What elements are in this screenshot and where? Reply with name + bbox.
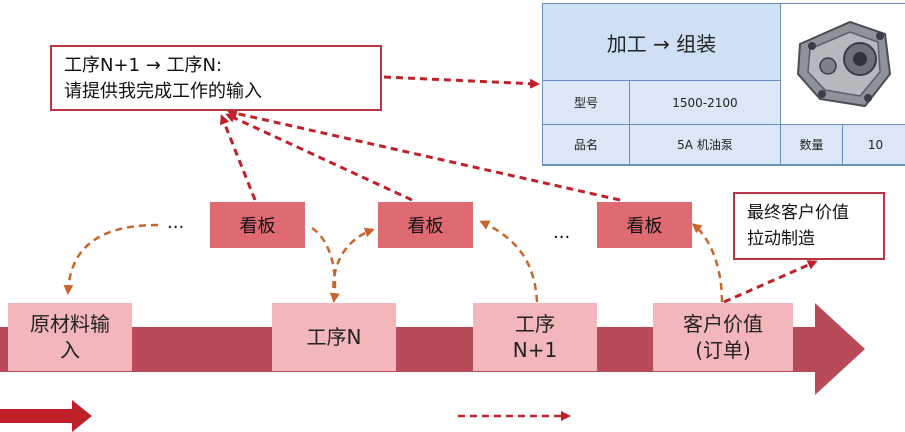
kanban1-to-processn-arrow <box>311 226 340 303</box>
card-title: 加工 → 组装 <box>543 4 781 81</box>
process-n1-line1: 工序 <box>515 312 555 336</box>
name-value-cell: 5A 机油泵 <box>630 125 781 165</box>
raw-material-line2: 入 <box>60 338 80 362</box>
customer-to-kanban3-arrow <box>691 223 724 303</box>
kanban-label: 看板 <box>239 216 276 237</box>
card-title-text: 加工 → 组装 <box>606 31 717 56</box>
callout-to-card-arrow <box>383 75 540 89</box>
customer-pull-note: 最终客户价值 拉动制造 <box>733 192 885 260</box>
customer-line2: (订单) <box>695 338 751 362</box>
qty-value-cell: 10 <box>843 125 905 165</box>
model-label: 型号 <box>573 96 598 110</box>
kanban-request-callout: 工序N+1 → 工序N: 请提供我完成工作的输入 <box>50 45 382 111</box>
process-n-label: 工序N <box>306 325 362 349</box>
qty-label-cell: 数量 <box>781 125 843 165</box>
processn-to-kanban2-arrow <box>332 227 375 301</box>
value-stream-arrow <box>0 303 865 395</box>
qty-label: 数量 <box>799 138 824 152</box>
model-label-cell: 型号 <box>543 81 630 125</box>
oil-pump-part-icon <box>796 20 891 108</box>
kanban-label: 看板 <box>407 216 444 237</box>
kanban-label: 看板 <box>626 216 663 237</box>
kanban-card-1: 看板 <box>210 202 305 248</box>
goal-line1: 最终客户价值 <box>747 203 849 223</box>
qty-value: 10 <box>867 137 884 152</box>
process-n1-line2: N+1 <box>512 338 558 362</box>
kanban1-to-callout-arrow <box>219 114 257 201</box>
raw-material-line1: 原材料输 <box>30 312 110 336</box>
ellipsis-left: ... <box>167 212 185 233</box>
process-n1-box: 工序 N+1 <box>473 303 597 371</box>
kanban2-to-callout-arrow <box>225 113 413 202</box>
callout-line2: 请提供我完成工作的输入 <box>64 81 262 102</box>
goal-line2: 拉动制造 <box>747 229 815 249</box>
raw-material-box: 原材料输 入 <box>8 303 132 371</box>
customer-line1: 客户价值 <box>683 312 763 336</box>
legend-solid-arrow <box>0 400 92 432</box>
part-image <box>781 4 905 125</box>
model-value-cell: 1500-2100 <box>630 81 781 125</box>
model-value: 1500-2100 <box>672 95 738 110</box>
name-label: 品名 <box>573 138 598 152</box>
kanban-card-3: 看板 <box>597 202 692 248</box>
kanban-card-2: 看板 <box>378 202 473 248</box>
customer-value-box: 客户价值 (订单) <box>653 303 793 371</box>
kanban-detail-card: 加工 → 组装 型号 1500-2100 品名 5A 机油泵 数量 10 <box>542 3 905 166</box>
kanban3-to-callout-arrow <box>227 108 621 202</box>
processn1-to-kanban2-arrow <box>479 220 539 303</box>
dots-to-raw-arrow <box>63 223 159 295</box>
name-value: 5A 机油泵 <box>677 138 733 152</box>
callout-line1: 工序N+1 → 工序N: <box>64 55 223 76</box>
ellipsis-right: ... <box>553 222 571 243</box>
customer-to-goal-arrow <box>723 260 818 304</box>
name-label-cell: 品名 <box>543 125 630 165</box>
process-n-box: 工序N <box>272 303 396 371</box>
